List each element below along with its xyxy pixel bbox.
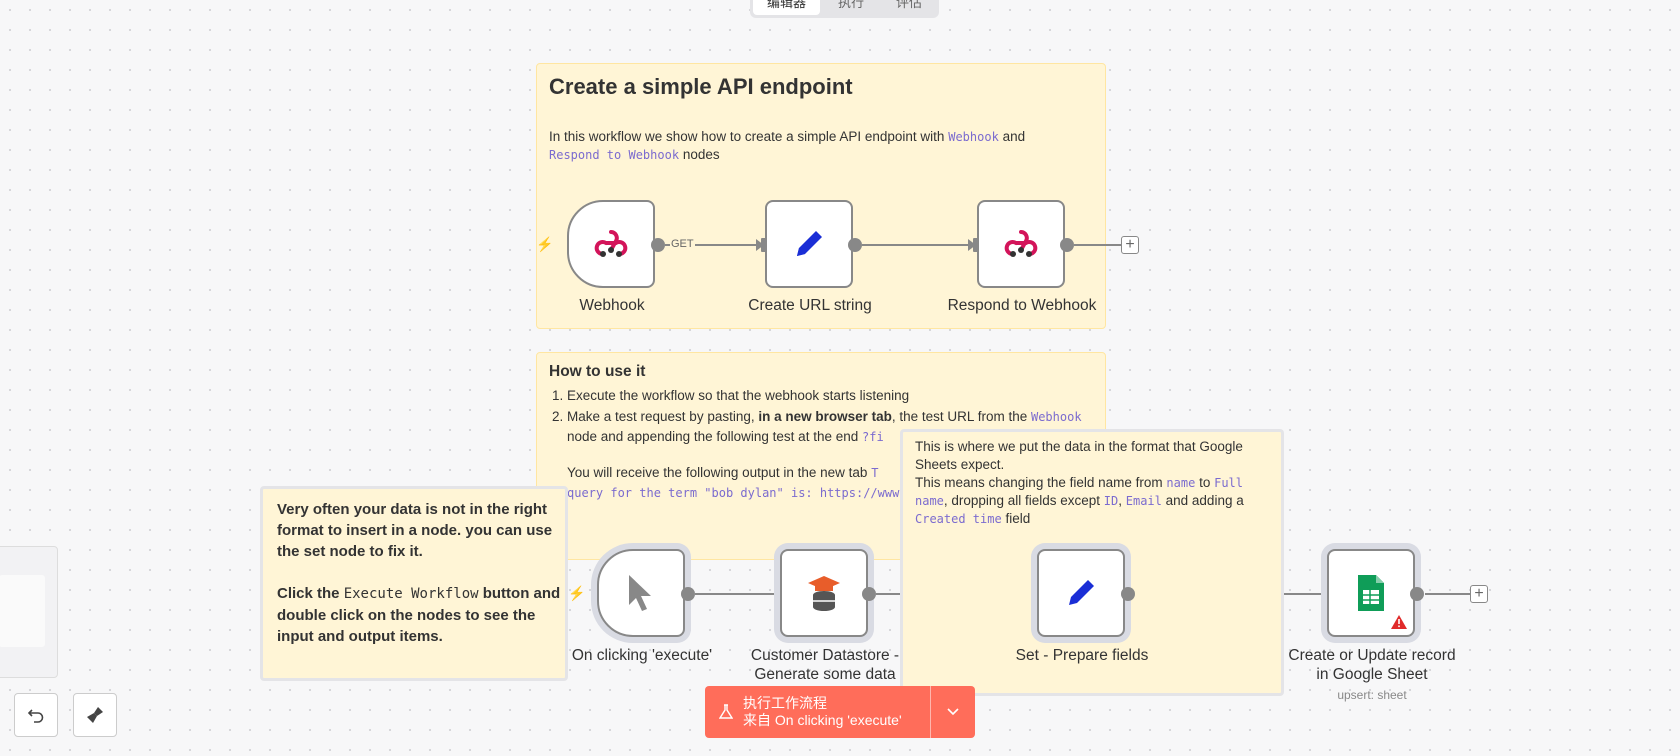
undo-button[interactable] bbox=[14, 693, 58, 737]
webhook-icon bbox=[1004, 230, 1038, 257]
sticky-title: Create a simple API endpoint bbox=[549, 74, 853, 99]
side-panel bbox=[0, 546, 58, 678]
steps-list: Execute the workflow so that the webhook… bbox=[549, 386, 1107, 505]
node-on-clicking-execute[interactable] bbox=[597, 549, 685, 637]
flask-icon bbox=[719, 704, 733, 719]
node-label: Create URL string bbox=[748, 297, 872, 314]
undo-icon bbox=[27, 709, 44, 723]
google-sheets-icon bbox=[1358, 575, 1384, 611]
input-port[interactable] bbox=[761, 238, 767, 252]
tidy-up-button[interactable] bbox=[73, 693, 117, 737]
node-label: Set - Prepare fields bbox=[1015, 647, 1149, 664]
node-label: On clicking 'execute' bbox=[571, 647, 713, 664]
broom-icon bbox=[87, 707, 103, 723]
tab-executions[interactable]: 执行 bbox=[838, 0, 865, 10]
output-port[interactable] bbox=[1060, 238, 1074, 252]
trigger-bolt-icon: ⚡ bbox=[568, 585, 586, 601]
view-tabs: 编辑器 执行 评估 bbox=[750, 0, 940, 18]
input-port[interactable] bbox=[1031, 587, 1037, 601]
node-label: Webhook bbox=[579, 297, 645, 314]
output-port[interactable] bbox=[681, 587, 695, 601]
execute-workflow-button[interactable]: 执行工作流程 来自 On clicking 'execute' bbox=[705, 686, 975, 738]
edge-label-get: GET bbox=[670, 238, 695, 250]
output-port[interactable] bbox=[1121, 587, 1135, 601]
execute-workflow-main[interactable]: 执行工作流程 来自 On clicking 'execute' bbox=[705, 686, 931, 738]
sticky-text: Very often your data is not in the right… bbox=[277, 501, 561, 645]
execute-label: 执行工作流程 bbox=[743, 695, 827, 711]
execute-sublabel: 来自 On clicking 'execute' bbox=[743, 712, 902, 728]
sticky-title: How to use it bbox=[549, 363, 646, 380]
webhook-icon bbox=[594, 230, 628, 257]
warning-icon[interactable] bbox=[1391, 615, 1407, 629]
node-label: Customer Datastore -Generate some data bbox=[750, 647, 900, 683]
execute-dropdown-toggle[interactable] bbox=[931, 686, 975, 738]
input-port[interactable] bbox=[973, 238, 979, 252]
input-port[interactable] bbox=[776, 587, 782, 601]
node-set-prepare-fields[interactable] bbox=[1037, 549, 1125, 637]
tab-editor[interactable]: 编辑器 bbox=[753, 0, 821, 15]
sticky-text: This is where we put the data in the for… bbox=[915, 439, 1244, 526]
sticky-intro: In this workflow we show how to create a… bbox=[549, 129, 1026, 162]
trigger-bolt-icon: ⚡ bbox=[536, 236, 554, 252]
add-node-button[interactable]: + bbox=[1470, 585, 1488, 603]
chevron-down-icon bbox=[947, 708, 959, 716]
side-panel-content bbox=[0, 575, 45, 647]
node-google-sheets[interactable] bbox=[1327, 549, 1415, 637]
node-create-url-string[interactable] bbox=[765, 200, 853, 288]
database-graduation-icon bbox=[808, 576, 840, 611]
sticky-note-set-node-tip[interactable]: Very often your data is not in the right… bbox=[260, 486, 568, 681]
input-port[interactable] bbox=[1322, 587, 1328, 601]
tab-evaluations[interactable]: 评估 bbox=[896, 0, 923, 10]
node-webhook[interactable] bbox=[567, 200, 655, 288]
output-port[interactable] bbox=[651, 238, 665, 252]
node-label: Respond to Webhook bbox=[947, 297, 1097, 314]
add-node-button[interactable]: + bbox=[1121, 236, 1139, 254]
pencil-icon bbox=[797, 231, 822, 256]
node-respond-to-webhook[interactable] bbox=[977, 200, 1065, 288]
step-item: Make a test request by pasting, in a new… bbox=[567, 407, 1107, 503]
cursor-pointer-icon bbox=[629, 575, 651, 611]
output-port[interactable] bbox=[1410, 587, 1424, 601]
node-customer-datastore[interactable] bbox=[780, 549, 868, 637]
output-port[interactable] bbox=[848, 238, 862, 252]
pencil-icon bbox=[1069, 580, 1094, 605]
step-item: Execute the workflow so that the webhook… bbox=[567, 386, 1107, 405]
node-subtitle: upsert: sheet bbox=[1337, 688, 1407, 702]
output-port[interactable] bbox=[862, 587, 876, 601]
